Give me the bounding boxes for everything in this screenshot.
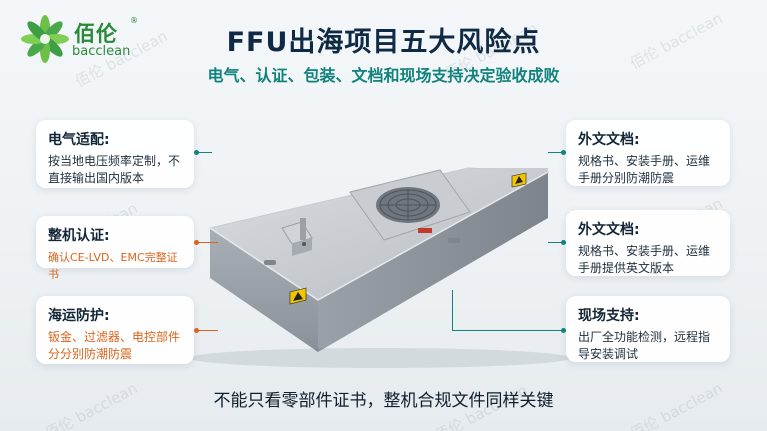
- bottom-caption: 不能只看零部件证书，整机合规文件同样关键: [213, 391, 554, 411]
- card-heading: 现场支持:: [578, 308, 640, 324]
- card-onsite-support: 现场支持: 出厂全功能检测，远程指导安装调试: [566, 296, 730, 362]
- brand-name-cn: 佰伦: [74, 22, 118, 46]
- connector-line: [548, 242, 566, 243]
- card-body: 规格书、安装手册、运维手册提供英文版本: [578, 244, 711, 275]
- connector-line: [196, 242, 218, 243]
- connector-dot: [561, 328, 566, 333]
- card-foreign-docs-2: 外文文档: 规格书、安装手册、运维手册提供英文版本: [566, 210, 730, 276]
- card-heading: 电气适配:: [48, 132, 110, 148]
- page-title: FFU出海项目五大风险点: [226, 27, 541, 58]
- card-body: 确认CE-LVD、EMC完整证书: [48, 251, 178, 281]
- card-heading: 整机认证:: [48, 228, 110, 244]
- card-heading: 海运防护:: [48, 308, 110, 324]
- brand-logo: 佰伦 ® bacclean: [20, 14, 140, 66]
- card-body: 钣金、过滤器、电控部件分分别防潮防震: [48, 330, 181, 361]
- card-electrical-adaptation: 电气适配: 按当地电压频率定制，不直接输出国内版本: [36, 120, 194, 188]
- card-shipping-protection: 海运防护: 钣金、过滤器、电控部件分分别防潮防震: [36, 296, 194, 364]
- card-certification: 整机认证: 确认CE-LVD、EMC完整证书: [36, 216, 194, 281]
- connector-dot: [561, 240, 566, 245]
- card-heading: 外文文档:: [578, 132, 640, 148]
- brand-name-en: bacclean: [72, 44, 131, 59]
- registered-mark: ®: [130, 16, 138, 25]
- connector-line: [548, 152, 566, 153]
- card-body: 规格书、安装手册、运维手册分别防潮防震: [578, 154, 711, 185]
- connector-line: [452, 290, 453, 330]
- connector-dot: [561, 150, 566, 155]
- card-heading: 外文文档:: [578, 222, 640, 238]
- connector-dot: [194, 328, 199, 333]
- card-body: 出厂全功能检测，远程指导安装调试: [578, 330, 711, 361]
- connector-dot: [194, 240, 199, 245]
- connector-line: [452, 330, 566, 331]
- connector-line: [196, 330, 218, 331]
- card-body: 按当地电压频率定制，不直接输出国内版本: [48, 154, 181, 185]
- flower-logo-icon: [21, 15, 69, 63]
- page-subtitle: 电气、认证、包装、文档和现场支持决定验收成败: [207, 66, 560, 85]
- connector-dot: [194, 150, 199, 155]
- card-foreign-docs-1: 外文文档: 规格书、安装手册、运维手册分别防潮防震: [566, 120, 730, 186]
- connector-line: [196, 152, 212, 153]
